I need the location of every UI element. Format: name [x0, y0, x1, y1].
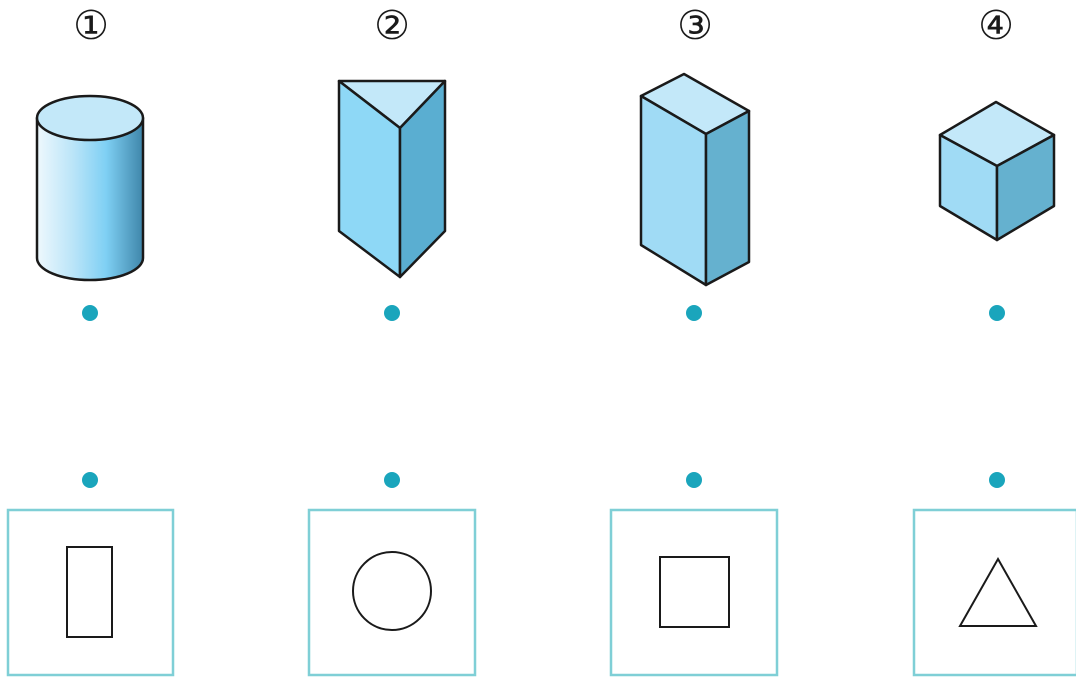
view-box-3	[609, 508, 779, 677]
square-shape	[659, 556, 730, 628]
circle-shape	[352, 551, 432, 631]
bottom-dots	[82, 472, 1005, 488]
triangular-prism-solid	[337, 79, 447, 279]
label-3: ③	[677, 3, 713, 49]
top-dot-3	[686, 305, 702, 321]
top-dot-1	[82, 305, 98, 321]
top-dots	[82, 305, 1005, 321]
bottom-dot-4	[989, 472, 1005, 488]
top-dot-2	[384, 305, 400, 321]
bottom-dot-1	[82, 472, 98, 488]
view-box-4	[912, 508, 1076, 677]
bottom-dot-2	[384, 472, 400, 488]
top-dot-4	[989, 305, 1005, 321]
view-box-2	[307, 508, 477, 677]
rectangle-shape	[66, 546, 113, 638]
label-1: ①	[73, 3, 109, 49]
label-4: ④	[978, 3, 1014, 49]
rectangular-prism-solid	[639, 72, 751, 287]
label-2: ②	[374, 3, 410, 49]
triangle-shape	[958, 556, 1038, 627]
view-shapes	[66, 546, 1038, 638]
bottom-dot-3	[686, 472, 702, 488]
view-box-1	[6, 508, 175, 677]
cylinder-solid	[35, 94, 145, 282]
cube-solid	[938, 100, 1056, 242]
view-boxes	[6, 508, 1076, 677]
